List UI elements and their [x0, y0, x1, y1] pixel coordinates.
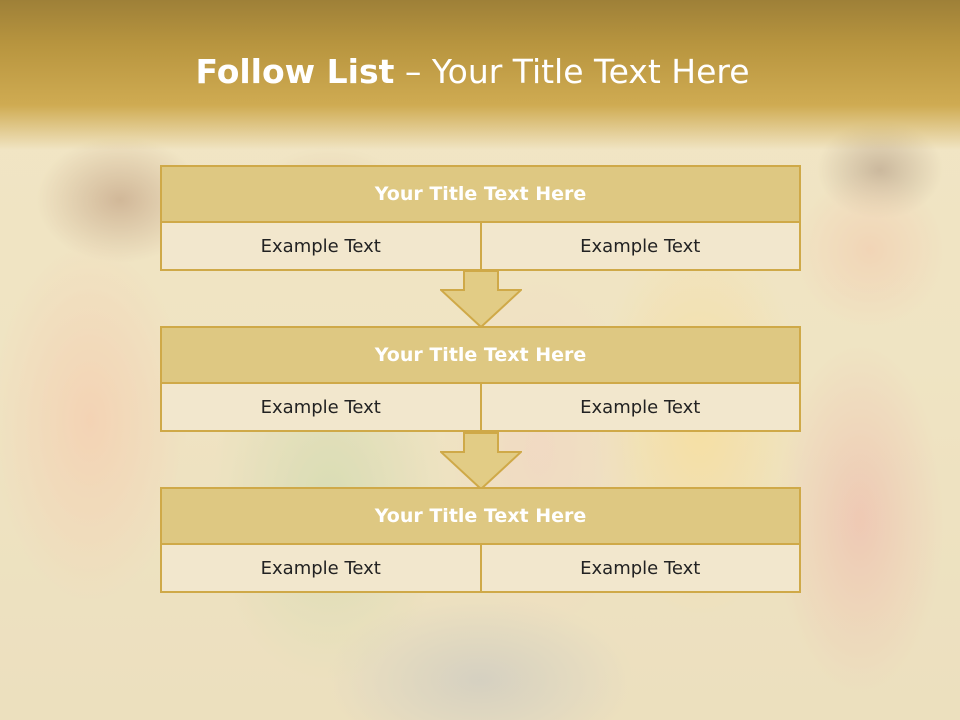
flow-block-1: Your Title Text Here Example Text Exampl…	[160, 165, 801, 271]
block-title: Your Title Text Here	[160, 487, 801, 545]
block-cells: Example Text Example Text	[160, 545, 801, 593]
block-title: Your Title Text Here	[160, 326, 801, 384]
block-cells: Example Text Example Text	[160, 223, 801, 271]
block-cell-left: Example Text	[160, 223, 482, 271]
title-band	[0, 0, 960, 150]
block-cell-left: Example Text	[160, 545, 482, 593]
slide-title: Follow List – Your Title Text Here	[0, 52, 945, 91]
flow-block-2: Your Title Text Here Example Text Exampl…	[160, 326, 801, 432]
slide-title-rest: – Your Title Text Here	[394, 52, 750, 91]
down-arrow-icon	[440, 270, 522, 328]
slide-title-bold: Follow List	[195, 52, 395, 91]
block-cell-left: Example Text	[160, 384, 482, 432]
block-title: Your Title Text Here	[160, 165, 801, 223]
flow-block-3: Your Title Text Here Example Text Exampl…	[160, 487, 801, 593]
block-cell-right: Example Text	[481, 545, 801, 593]
block-cell-right: Example Text	[481, 384, 801, 432]
down-arrow-icon	[440, 432, 522, 490]
block-cell-right: Example Text	[481, 223, 801, 271]
block-cells: Example Text Example Text	[160, 384, 801, 432]
